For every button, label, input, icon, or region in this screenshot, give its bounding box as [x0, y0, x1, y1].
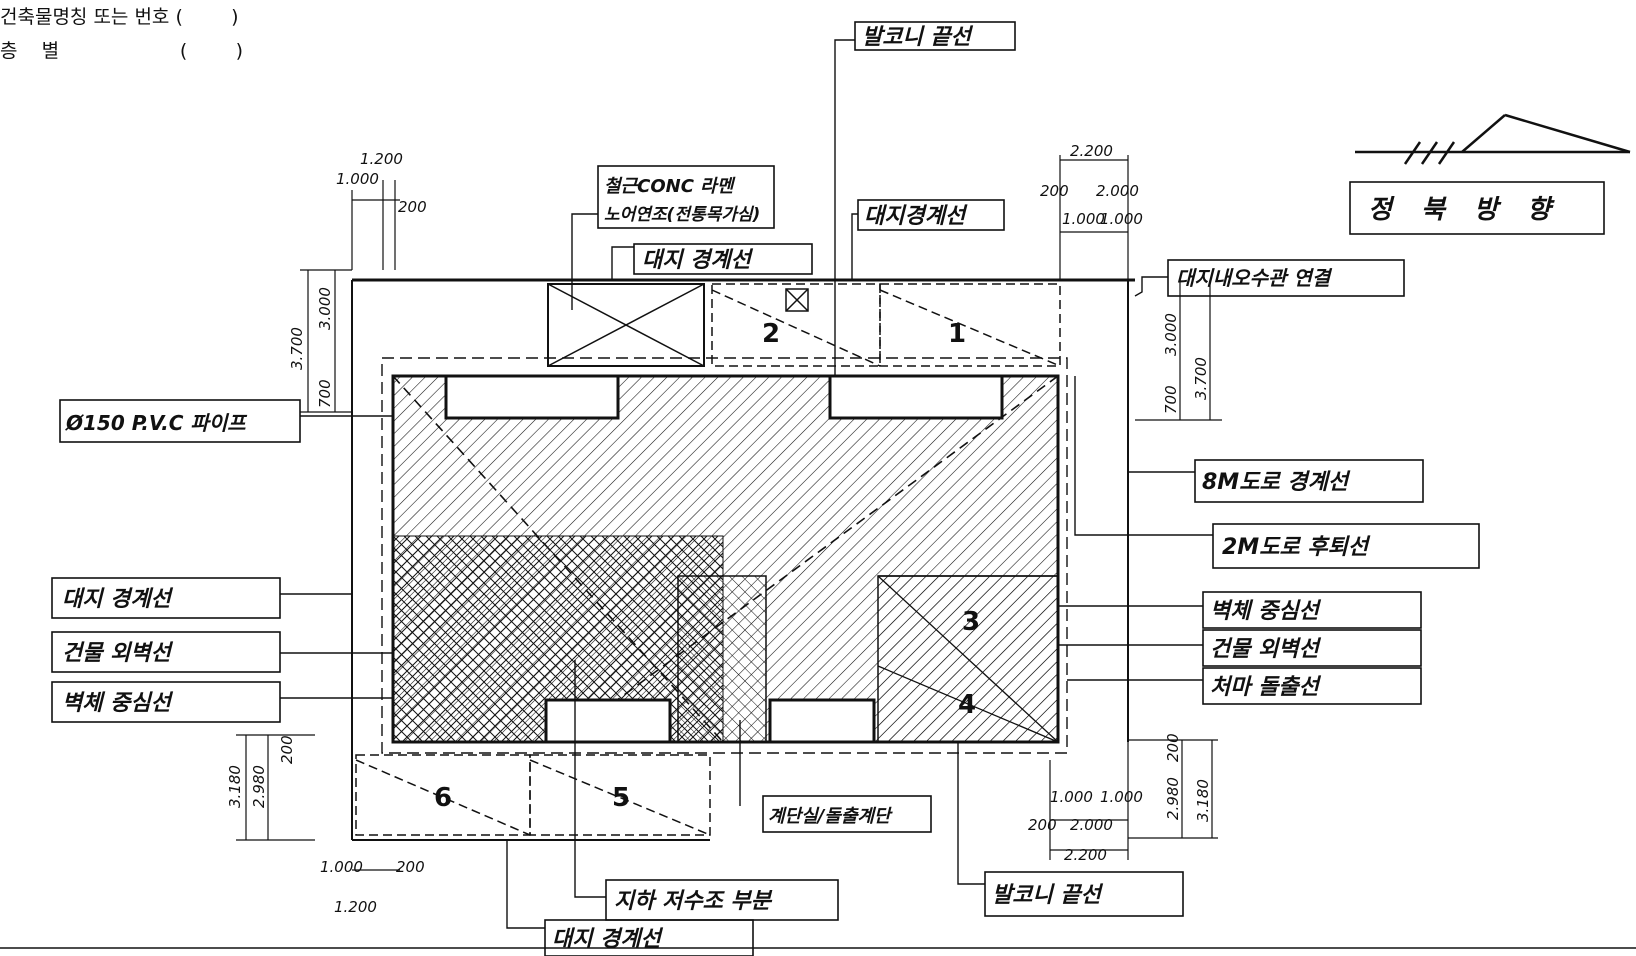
- dim-top-right-total: 2.200: [1070, 142, 1113, 160]
- site-boundary: [351, 278, 1135, 841]
- dim-right-v-total: 3.700: [1192, 357, 1210, 400]
- parking-number-2: 2: [762, 319, 780, 349]
- dim-br-h-b: 1.000: [1100, 788, 1143, 806]
- label-boundary-top-left: 대지 경계선: [642, 248, 754, 273]
- building-name-paren: ( ): [175, 6, 239, 28]
- label-road-8m: 8M도로 경계선: [1202, 470, 1351, 495]
- dim-bl-h-total: 1.200: [334, 898, 377, 916]
- dim-bl-h-a: 1.000: [320, 858, 363, 876]
- label-basement-tank: 지하 저수조 부분: [614, 889, 773, 914]
- dim-bl-v-b: 200: [278, 735, 296, 764]
- label-eaves: 처마 돌출선: [1210, 675, 1322, 700]
- label-stair: 계단실/돌출계단: [768, 806, 893, 827]
- parking-number-6: 6: [434, 783, 452, 813]
- dim-br-v-b: 2.980: [1164, 777, 1182, 820]
- dim-right-v-b: 700: [1162, 385, 1180, 414]
- floor-paren: ( ): [179, 40, 244, 62]
- label-pvc-pipe: Ø150 P.V.C 파이프: [65, 411, 248, 435]
- leader-lines: [280, 39, 1213, 929]
- label-road-2m: 2M도로 후퇴선: [1222, 535, 1371, 560]
- parking-number-5: 5: [612, 783, 630, 813]
- building-footprint: [391, 374, 1060, 744]
- dim-top-left-a: 1.000: [336, 170, 379, 188]
- dimension-lines: [236, 155, 1222, 871]
- dim-left-v-a: 3.000: [316, 287, 334, 330]
- dim-top-right-d: 1.000: [1100, 210, 1143, 228]
- dim-br-h-a: 1.000: [1050, 788, 1093, 806]
- dim-bl-h-b: 200: [396, 858, 425, 876]
- dimension-texts: 1.200 1.000 200 2.200 200 2.000 1.000 1.…: [226, 142, 1212, 916]
- label-balcony-end-top: 발코니 끝선: [862, 25, 974, 50]
- dim-br-h-d: 2.000: [1070, 816, 1113, 834]
- header-floor-row: 층 별 ( ): [0, 36, 243, 63]
- parking-spaces-top: [547, 283, 1061, 367]
- label-balcony-end-bottom: 발코니 끝선: [992, 883, 1104, 908]
- dim-top-left-total: 1.200: [360, 150, 403, 168]
- label-boundary-left: 대지 경계선: [62, 587, 174, 612]
- parking-spaces-bottom: [355, 754, 711, 836]
- parking-number-3: 3: [962, 607, 980, 637]
- eaves-envelope: [381, 357, 1068, 754]
- dim-right-v-a: 3.000: [1162, 313, 1180, 356]
- label-north-direction: 정 북 방 향: [1368, 195, 1561, 225]
- parking-number-1: 1: [948, 319, 966, 349]
- dim-top-right-a: 200: [1040, 182, 1069, 200]
- dim-top-right-b: 2.000: [1096, 182, 1139, 200]
- label-sewer-connection: 대지내오수관 연결: [1176, 266, 1333, 290]
- dim-br-h-c: 200: [1028, 816, 1057, 834]
- dim-br-h-total: 2.200: [1064, 846, 1107, 864]
- dim-bl-v-total: 3.180: [226, 765, 244, 808]
- label-boundary-top-right: 대지경계선: [864, 204, 968, 229]
- drawing-labels: 발코니 끝선 철근CONC 라멘 노어연조(전통목가심) 대지 경계선 대지경계…: [62, 25, 1561, 952]
- dim-bl-v-a: 2.980: [250, 765, 268, 808]
- header-name-row: 건축물명칭 또는 번호 ( ): [0, 2, 239, 29]
- label-wall-center-left: 벽체 중심선: [62, 691, 174, 716]
- building-name-label: 건축물명칭 또는 번호: [0, 6, 170, 28]
- parking-number-4: 4: [958, 690, 976, 720]
- dim-br-v-total: 3.180: [1194, 779, 1212, 822]
- floor-label: 층 별: [0, 40, 60, 62]
- dim-left-v-b: 700: [316, 379, 334, 408]
- parking-numbers: 1 2 3 4 5 6: [434, 319, 980, 813]
- label-outer-wall-right: 건물 외벽선: [1210, 637, 1322, 662]
- dim-br-v-a: 200: [1164, 733, 1182, 762]
- north-arrow-icon: [1355, 113, 1631, 165]
- dim-left-v-total: 3.700: [288, 327, 306, 370]
- label-outer-wall-left: 건물 외벽선: [62, 641, 174, 666]
- dim-top-left-b: 200: [398, 198, 427, 216]
- dim-top-right-c: 1.000: [1062, 210, 1105, 228]
- label-frames: [51, 21, 1605, 956]
- label-brick-masonry: 노어연조(전통목가심): [604, 205, 760, 225]
- label-rc-slab: 철근CONC 라멘: [604, 176, 736, 197]
- label-wall-center-right: 벽체 중심선: [1210, 599, 1322, 624]
